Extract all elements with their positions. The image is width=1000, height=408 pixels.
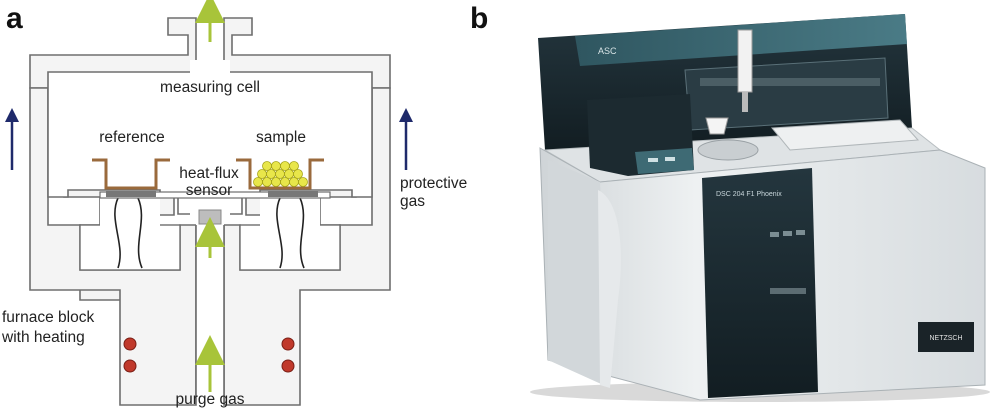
label-purge-gas: purge gas bbox=[176, 391, 245, 408]
label-sensor: sensor bbox=[186, 182, 233, 199]
brand-name: NETZSCH bbox=[929, 335, 962, 342]
side-control-panel bbox=[635, 148, 694, 174]
heating-coils bbox=[123, 337, 295, 373]
label-sample: sample bbox=[256, 129, 306, 146]
protective-gas-arrow-right bbox=[399, 108, 413, 170]
protective-gas-arrow-left bbox=[5, 108, 19, 170]
sample-particles bbox=[253, 161, 308, 187]
label-gas: gas bbox=[400, 193, 425, 210]
front-slot bbox=[770, 288, 806, 294]
right-lower-cavity bbox=[239, 224, 341, 271]
panel-letter-a: a bbox=[6, 2, 23, 35]
label-protective: protective bbox=[400, 175, 467, 192]
front-button-3 bbox=[796, 230, 805, 235]
thermocouple-wires-left bbox=[114, 197, 143, 269]
front-display-panel bbox=[702, 168, 818, 398]
front-button-1 bbox=[770, 232, 779, 237]
front-button-2 bbox=[783, 231, 792, 236]
left-lower-cavity bbox=[79, 224, 181, 271]
brand-badge bbox=[918, 322, 974, 352]
furnace-left-lower bbox=[29, 87, 197, 406]
thermocouple-wires-right bbox=[276, 197, 305, 269]
sample-cup bbox=[705, 117, 729, 135]
furnace-port bbox=[697, 139, 759, 161]
panel-letter-b: b bbox=[470, 2, 488, 35]
label-with-heating: with heating bbox=[1, 329, 85, 346]
reference-crucible bbox=[92, 158, 170, 190]
panel-a-schematic: a bbox=[1, 0, 467, 408]
label-heat-flux: heat-flux bbox=[179, 165, 239, 182]
model-label: DSC 204 F1 Phoenix bbox=[716, 191, 782, 198]
robot-arm-rail bbox=[700, 78, 880, 86]
asc-badge: ASC bbox=[598, 46, 617, 56]
label-measuring-cell: measuring cell bbox=[160, 79, 260, 96]
robot-arm-tube bbox=[737, 29, 753, 93]
sensor-pad-left bbox=[106, 191, 156, 197]
label-reference: reference bbox=[99, 129, 164, 146]
panel-b-instrument: b ASC DSC 204 F1 Phoenix bbox=[470, 2, 990, 402]
label-furnace-block: furnace block bbox=[2, 309, 94, 326]
heat-flux-sensor-plate bbox=[99, 191, 331, 199]
sensor-pad-right bbox=[268, 191, 318, 197]
sensor-center-block bbox=[198, 209, 222, 225]
sample-tray bbox=[770, 119, 920, 151]
